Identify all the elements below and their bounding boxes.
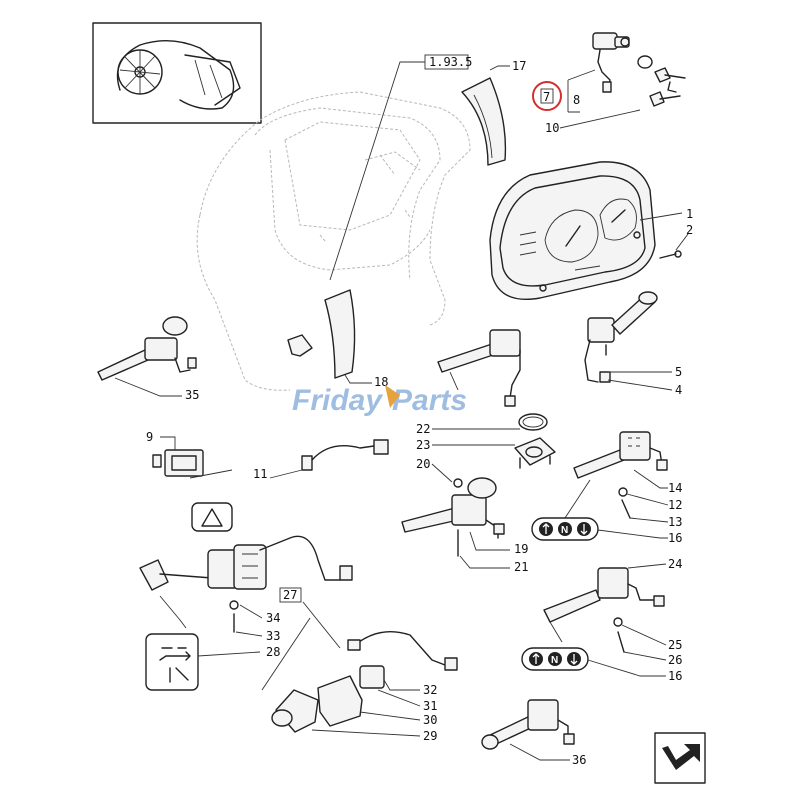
callout-11: 11 xyxy=(253,467,267,481)
part-36-lever-switch xyxy=(481,699,575,750)
part-19-light-switch xyxy=(401,477,505,539)
watermark-mark-icon xyxy=(385,385,400,408)
part-26-screw xyxy=(617,631,625,653)
callout-5: 5 xyxy=(675,365,682,379)
watermark-right: Parts xyxy=(392,384,467,417)
callout-27-box xyxy=(279,587,302,603)
callout-10: 10 xyxy=(545,121,559,135)
callout-7-box xyxy=(540,88,554,104)
callout-4: 4 xyxy=(675,383,682,397)
callout-35: 35 xyxy=(185,388,199,402)
callout-7: 7 xyxy=(543,90,550,104)
part-25-washer xyxy=(613,617,623,627)
callout-21: 21 xyxy=(514,560,528,574)
callout-20: 20 xyxy=(416,457,430,471)
callout-34: 34 xyxy=(266,611,280,625)
part-35-lever-switch xyxy=(97,316,197,381)
callout-29: 29 xyxy=(423,729,437,743)
hazard-warning-icon xyxy=(191,502,233,532)
callout-32: 32 xyxy=(423,683,437,697)
part-1-instrument-cluster xyxy=(489,161,656,300)
callout-17: 17 xyxy=(512,59,526,73)
callout-26: 26 xyxy=(668,653,682,667)
callout-8: 8 xyxy=(573,93,580,107)
callout-2: 2 xyxy=(686,223,693,237)
part-12-washer xyxy=(618,487,628,497)
part-23-mount-plate xyxy=(514,437,556,469)
watermark-left: Friday xyxy=(292,384,383,417)
callout-31: 31 xyxy=(423,699,437,713)
part-17-side-cover xyxy=(461,77,507,166)
part-13-screw xyxy=(621,499,631,519)
tractor-cab-thumbnail-icon xyxy=(92,22,262,124)
part-29-joystick-switch xyxy=(271,689,319,733)
navigation-arrow-icon[interactable] xyxy=(654,732,706,784)
part-20-nut xyxy=(453,478,463,488)
turn-signal-icon xyxy=(145,633,199,691)
callout-27: 27 xyxy=(283,588,297,602)
neutral-letter-lower: N xyxy=(551,655,558,666)
callout-28: 28 xyxy=(266,645,280,659)
callout-36: 36 xyxy=(572,753,586,767)
neutral-indicator-symbol-lower xyxy=(521,647,589,671)
neutral-letter-upper: N xyxy=(561,525,568,536)
part-wiper-lever-switch xyxy=(437,329,521,407)
part-7-ignition-switch xyxy=(592,32,630,93)
neutral-indicator-symbol-upper xyxy=(531,517,599,541)
callout-1: 1 xyxy=(686,207,693,221)
part-34-washer xyxy=(229,600,239,610)
callout-23: 23 xyxy=(416,438,430,452)
part-2-screw xyxy=(659,250,682,259)
part-11-wiring-harness xyxy=(301,439,389,471)
part-27-multi-switch xyxy=(139,535,353,591)
part-10-ignition-keys xyxy=(637,55,686,107)
dashboard-housing-outline xyxy=(196,91,471,391)
reference-box-label: 1.93.5 xyxy=(429,55,472,69)
part-31-switch-body xyxy=(359,665,385,689)
callout-12: 12 xyxy=(668,498,682,512)
callout-16-lower: 16 xyxy=(668,669,682,683)
callout-16-upper: 16 xyxy=(668,531,682,545)
callout-14: 14 xyxy=(668,481,682,495)
part-32-harness xyxy=(347,631,458,671)
callout-25: 25 xyxy=(668,638,682,652)
callout-19: 19 xyxy=(514,542,528,556)
part-9-rocker-switch xyxy=(152,449,204,477)
part-18-front-cover xyxy=(287,289,356,379)
callout-9: 9 xyxy=(146,430,153,444)
part-30-bracket xyxy=(317,675,363,727)
callout-18: 18 xyxy=(374,375,388,389)
callout-13: 13 xyxy=(668,515,682,529)
callout-24: 24 xyxy=(668,557,682,571)
callout-33: 33 xyxy=(266,629,280,643)
part-5-control-lever xyxy=(584,291,658,383)
callout-30: 30 xyxy=(423,713,437,727)
highlight-ring-part-7 xyxy=(532,81,562,111)
callout-22: 22 xyxy=(416,422,430,436)
part-14-turn-signal-switch xyxy=(573,431,668,479)
part-22-o-ring xyxy=(518,413,548,431)
part-24-lever-switch xyxy=(543,567,665,623)
